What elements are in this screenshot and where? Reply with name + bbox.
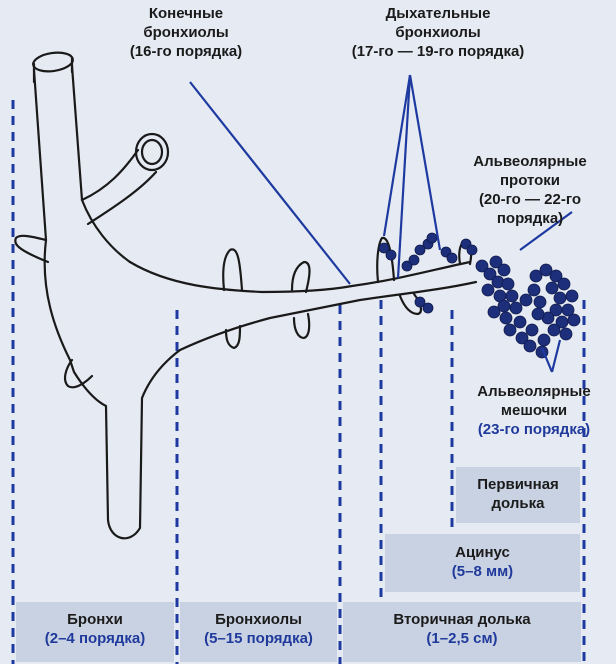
primary-lobule-box: Первичная долька [456, 467, 580, 523]
branch-opening [134, 132, 170, 172]
box-line: Бронхи [67, 611, 123, 628]
respiratory-pointer [408, 74, 442, 251]
label-line: порядка) [496, 210, 564, 227]
label-line: (16-го порядка) [129, 43, 243, 60]
label-line: Альвеолярные [473, 153, 587, 170]
box-line: (5–8 мм) [451, 563, 514, 580]
bronchi-box: Бронхи (2–4 порядка) [16, 602, 174, 662]
label-line: протоки [499, 172, 561, 189]
box-line: (2–4 порядка) [44, 630, 146, 647]
acinus-box: Ацинус (5–8 мм) [385, 534, 580, 592]
bronchioles-box: Бронхиолы (5–15 порядка) [180, 602, 337, 662]
box-line: Первичная [477, 476, 559, 493]
secondary-lobule-box: Вторичная долька (1–2,5 см) [343, 602, 581, 662]
alveoli-clusters [378, 232, 581, 359]
box-line: Вторичная долька [393, 611, 531, 628]
boundary-lines [11, 100, 586, 664]
duct-pointer [519, 211, 573, 251]
terminal-pointer [189, 81, 351, 285]
label-line: бронхиолы [143, 24, 229, 41]
bronchial-tree [14, 51, 478, 540]
label-line: (20-го — 22-го [478, 191, 582, 208]
label-line: Конечные [148, 5, 224, 22]
label-line: мешочки [500, 402, 568, 419]
tube-opening [32, 51, 74, 73]
respiratory-bronchioles-label: Дыхательные бронхиолы (17-го — 19-го пор… [318, 4, 558, 61]
respiratory-pointer [396, 74, 412, 279]
alveolar-sacs-label: Альвеолярные мешочки (23-го порядка) [454, 382, 614, 439]
label-line: бронхиолы [395, 24, 481, 41]
sacs-pointer [540, 347, 554, 373]
label-line: (23-го порядка) [477, 421, 591, 438]
label-line: Дыхательные [385, 5, 491, 22]
box-line: Бронхиолы [215, 611, 302, 628]
label-line: Альвеолярные [477, 383, 591, 400]
pointer-lines [189, 74, 573, 373]
box-line: Ацинус [455, 544, 510, 561]
box-line: долька [491, 495, 545, 512]
respiratory-pointer [382, 74, 412, 237]
box-line: (5–15 порядка) [204, 630, 313, 647]
terminal-bronchioles-label: Конечные бронхиолы (16-го порядка) [102, 4, 270, 61]
box-line: (1–2,5 см) [426, 630, 498, 647]
label-line: (17-го — 19-го порядка) [351, 43, 525, 60]
alveolar-ducts-label: Альвеолярные протоки (20-го — 22-го поря… [448, 152, 612, 228]
sacs-pointer [550, 339, 562, 373]
